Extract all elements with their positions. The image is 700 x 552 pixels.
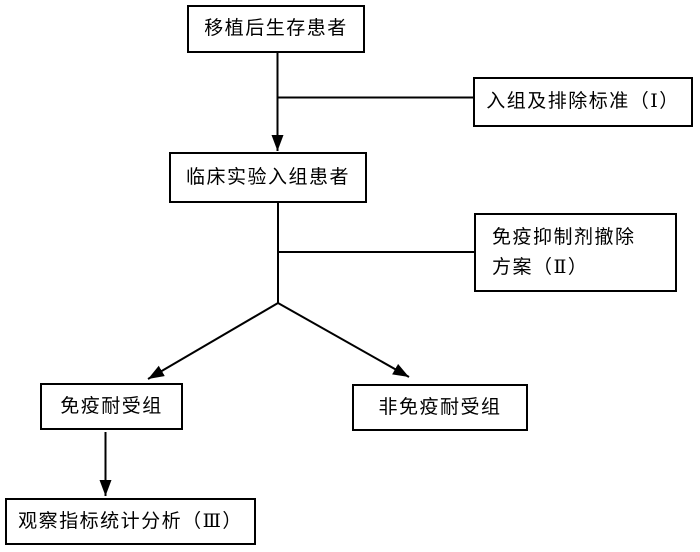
- node-enrolled-patients: 临床实验入组患者: [169, 152, 367, 203]
- node-label-line1: 免疫抑制剂撤除: [492, 226, 636, 248]
- edge-branch-to-nontolerant-arrow: [277, 302, 410, 378]
- node-label: 观察指标统计分析（Ⅲ）: [18, 510, 243, 532]
- node-label: 非免疫耐受组: [378, 396, 502, 418]
- node-label: 移植后生存患者: [204, 18, 348, 40]
- node-label-line2: 方案（Ⅱ）: [492, 256, 589, 278]
- edge-branch-to-tolerant-arrow: [147, 302, 279, 380]
- node-non-immune-tolerant-group: 非免疫耐受组: [352, 384, 528, 431]
- node-label: 入组及排除标准（Ⅰ）: [486, 91, 680, 113]
- node-immune-tolerant-group: 免疫耐受组: [40, 383, 183, 430]
- node-post-transplant-survivors: 移植后生存患者: [187, 5, 365, 53]
- node-label: 临床实验入组患者: [185, 166, 350, 188]
- node-observation-statistical-analysis: 观察指标统计分析（Ⅲ）: [5, 498, 256, 545]
- node-immunosuppressant-withdrawal-protocol: 免疫抑制剂撤除 方案（Ⅱ）: [474, 213, 677, 292]
- node-inclusion-exclusion-criteria: 入组及排除标准（Ⅰ）: [473, 77, 693, 127]
- node-label: 免疫耐受组: [60, 395, 163, 417]
